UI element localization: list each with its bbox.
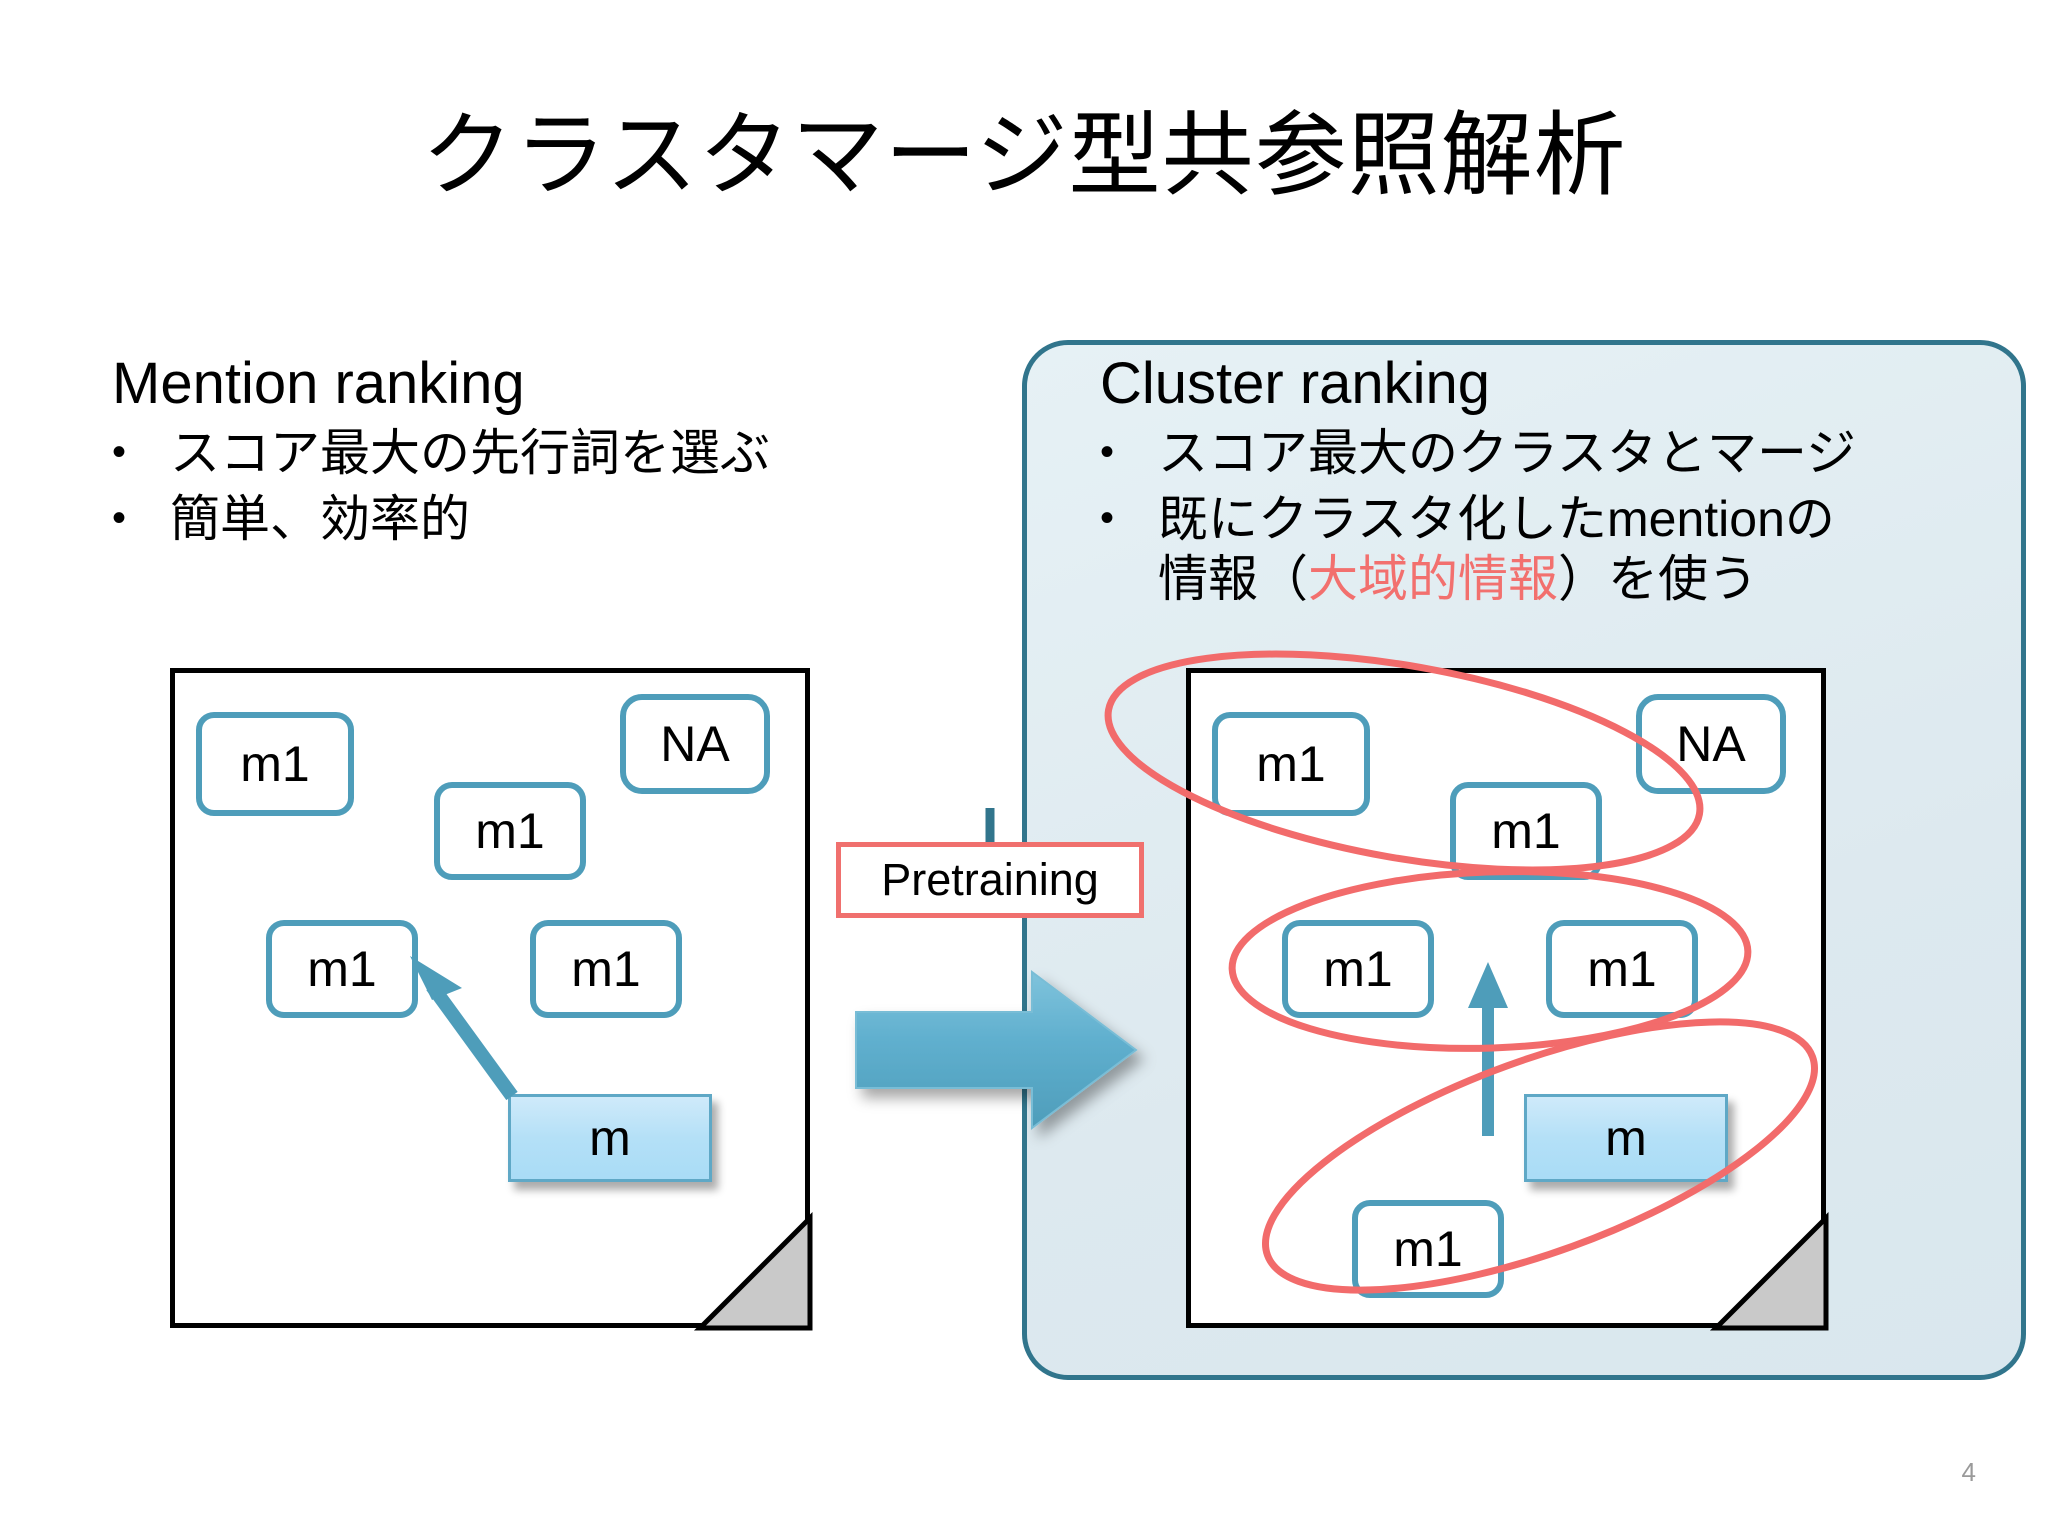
mention-box: m1 <box>1352 1200 1504 1298</box>
bullet-text-line2-pre: 情報（ <box>1158 550 1308 607</box>
bullet-text-line2-post: ）を使う <box>1558 550 1758 607</box>
mention-box: m1 <box>530 920 682 1018</box>
list-item: • 簡単、効率的 <box>112 489 912 549</box>
list-item: • スコア最大のクラスタとマージ <box>1100 423 2048 483</box>
mention-ranking-heading: Mention ranking <box>112 351 525 416</box>
current-mention-box: m <box>1524 1094 1728 1182</box>
bullet-text: スコア最大の先行詞を選ぶ <box>170 424 770 481</box>
mention-box: m1 <box>196 712 354 816</box>
bullet-text: 既にクラスタ化したmentionの 情報（大域的情報）を使う <box>1158 489 2048 609</box>
mention-box: m1 <box>1282 920 1434 1018</box>
mention-box: m1 <box>1212 712 1370 816</box>
list-item: • 既にクラスタ化したmentionの 情報（大域的情報）を使う <box>1100 489 2048 609</box>
mention-box: m1 <box>266 920 418 1018</box>
cluster-ranking-bullets: • スコア最大のクラスタとマージ • 既にクラスタ化したmentionの 情報（… <box>1100 423 2048 609</box>
current-mention-box: m <box>508 1094 712 1182</box>
list-item: • スコア最大の先行詞を選ぶ <box>112 423 912 483</box>
na-box: NA <box>620 694 770 794</box>
cluster-ranking-heading: Cluster ranking <box>1100 351 1491 416</box>
mention-box: m1 <box>1546 920 1698 1018</box>
mention-box: m1 <box>1450 782 1602 880</box>
bullet-text-line1: 既にクラスタ化したmentionの <box>1158 490 1835 547</box>
bullet-text: 簡単、効率的 <box>170 490 470 547</box>
mention-ranking-section: Mention ranking • スコア最大の先行詞を選ぶ • 簡単、効率的 <box>112 351 912 549</box>
mention-box: m1 <box>434 782 586 880</box>
bullet-text-line2: 情報（大域的情報）を使う <box>1158 549 2048 609</box>
cluster-ranking-section: Cluster ranking • スコア最大のクラスタとマージ • 既にクラス… <box>1100 351 2048 609</box>
bullet-marker-icon: • <box>112 429 127 474</box>
page-number: 4 <box>1961 1457 1976 1487</box>
page-title: クラスタマージ型共参照解析 <box>421 105 1627 207</box>
na-box: NA <box>1636 694 1786 794</box>
bullet-text: スコア最大のクラスタとマージ <box>1158 424 1856 481</box>
pretraining-label: Pretraining <box>836 842 1144 918</box>
bullet-marker-icon: • <box>1100 429 1115 474</box>
mention-ranking-bullets: • スコア最大の先行詞を選ぶ • 簡単、効率的 <box>112 423 912 549</box>
bullet-marker-icon: • <box>1100 495 1115 540</box>
bullet-marker-icon: • <box>112 495 127 540</box>
highlight-global-info: 大域的情報 <box>1308 550 1558 607</box>
